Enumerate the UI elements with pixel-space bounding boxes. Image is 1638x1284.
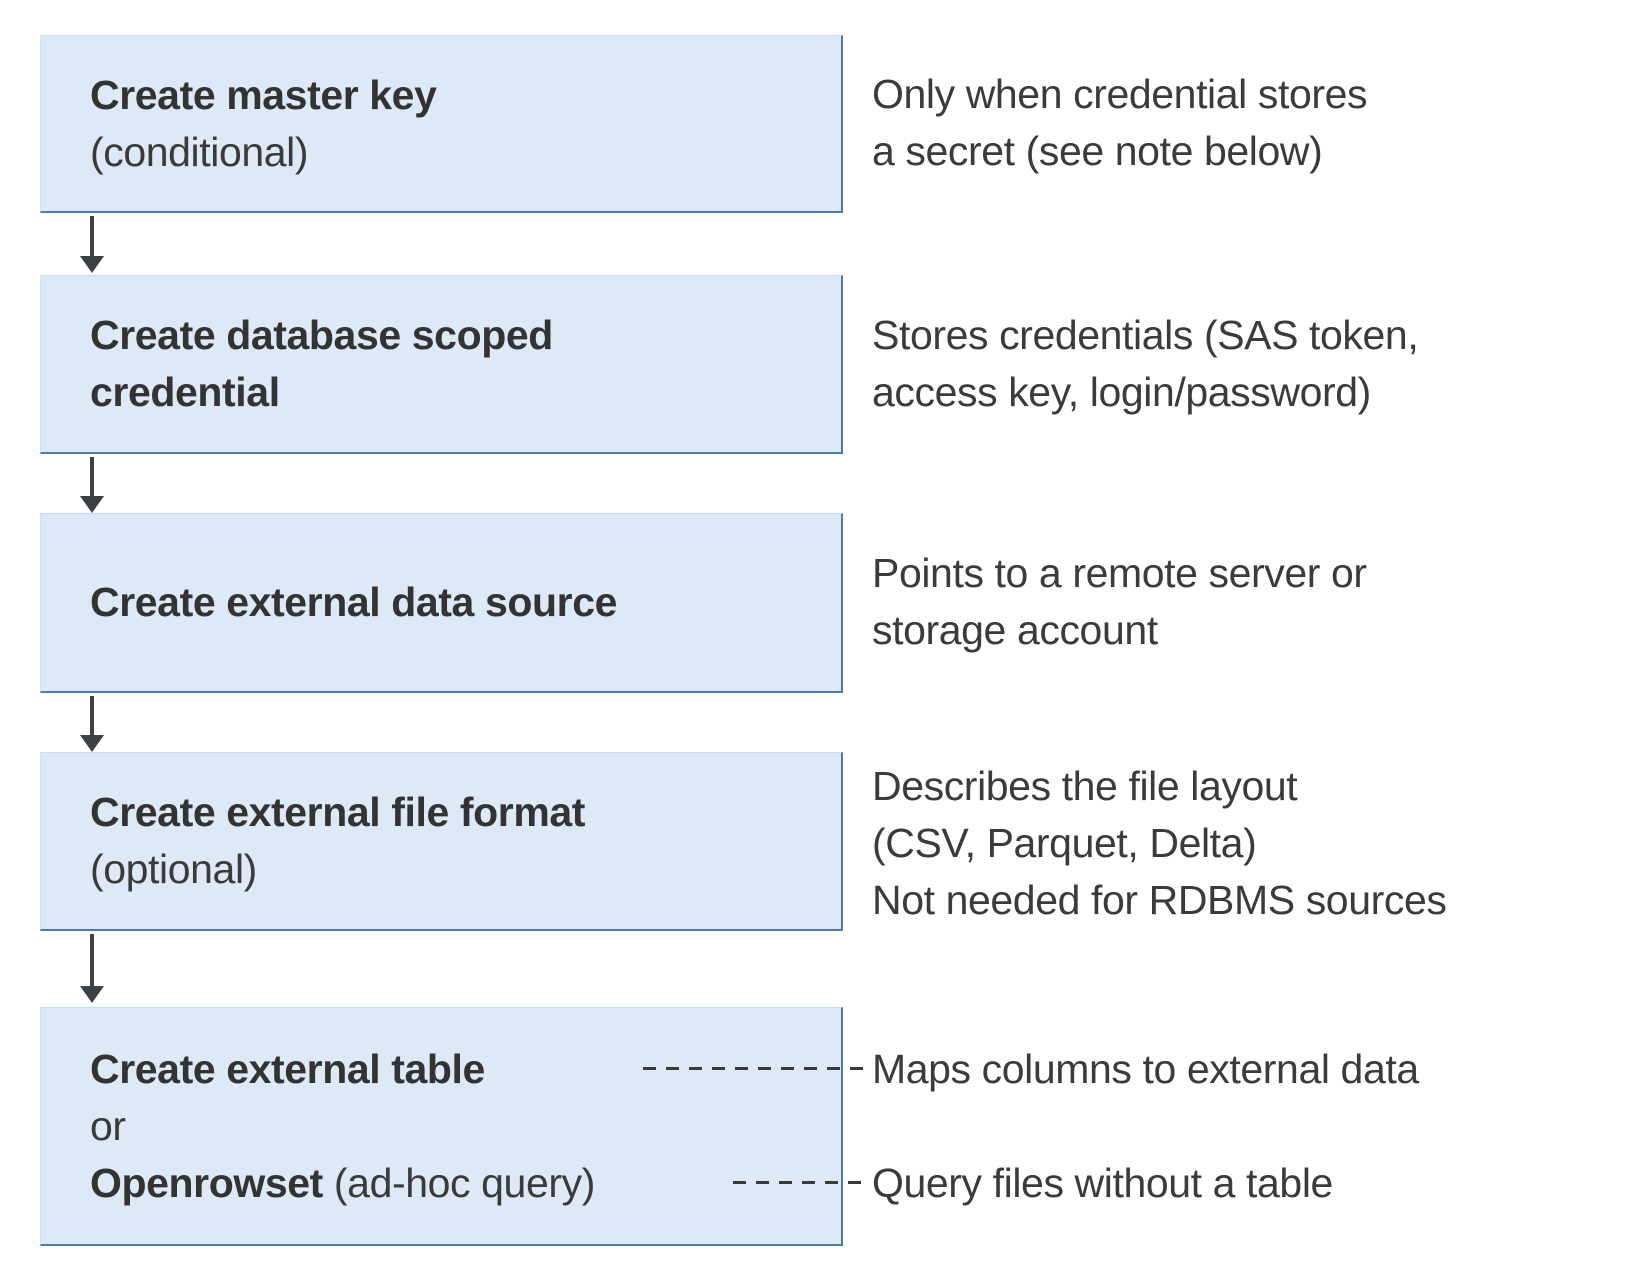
arrow-shaft: [90, 934, 94, 986]
note-line: Query files without a table: [872, 1160, 1333, 1206]
arrow-head: [80, 496, 104, 513]
note-line: Describes the file layout: [872, 763, 1298, 809]
openrowset-label: Openrowset: [90, 1159, 323, 1206]
arrow-shaft: [90, 457, 94, 496]
note-line: (CSV, Parquet, Delta): [872, 820, 1257, 866]
step-option-table: Create external table: [90, 1045, 485, 1092]
step-box-text: Create database scoped credential: [41, 307, 563, 421]
flow-down-arrow-icon: [80, 216, 104, 273]
step-box-text: Create external file format (optional): [41, 784, 595, 898]
step-box-text: Create master key (conditional): [41, 67, 447, 181]
step-title: Create database scoped: [90, 312, 553, 358]
flow-down-arrow-icon: [80, 934, 104, 1003]
note-line: Maps columns to external data: [872, 1046, 1419, 1092]
note-external-file-format: Describes the file layout (CSV, Parquet,…: [872, 758, 1447, 929]
note-line: storage account: [872, 607, 1158, 653]
arrow-shaft: [90, 216, 94, 256]
step-box-text: Create external table or Openrowset (ad-…: [41, 1041, 605, 1212]
step-qualifier: (optional): [90, 846, 257, 892]
arrow-head: [80, 735, 104, 752]
flow-down-arrow-icon: [80, 696, 104, 752]
step-box-create-external-table: Create external table or Openrowset (ad-…: [40, 1007, 843, 1246]
step-box-create-master-key: Create master key (conditional): [40, 35, 843, 213]
note-external-table: Maps columns to external data: [872, 1041, 1419, 1098]
step-title: Create external file format: [90, 789, 586, 835]
note-line: Stores credentials (SAS token,: [872, 312, 1419, 358]
note-line: Not needed for RDBMS sources: [872, 877, 1447, 923]
step-option-openrowset: Openrowset (ad-hoc query): [90, 1155, 595, 1212]
step-title: credential: [90, 369, 280, 415]
dashed-connector-openrowset: [733, 1181, 868, 1184]
flow-down-arrow-icon: [80, 457, 104, 513]
step-connector-or: or: [90, 1102, 126, 1149]
arrow-head: [80, 986, 104, 1003]
note-line: a secret (see note below): [872, 128, 1323, 174]
note-line: Points to a remote server or: [872, 550, 1367, 596]
step-box-text: Create external data source: [41, 574, 627, 631]
openrowset-qualifier: (ad-hoc query): [322, 1159, 595, 1206]
step-box-create-external-file-format: Create external file format (optional): [40, 752, 843, 931]
step-title: Create master key: [90, 71, 437, 118]
dashed-connector-table: [643, 1067, 868, 1070]
step-box-create-external-data-source: Create external data source: [40, 513, 843, 693]
arrow-shaft: [90, 696, 94, 735]
note-line: Only when credential stores: [872, 71, 1368, 117]
arrow-head: [80, 256, 104, 273]
step-title: Create external data source: [90, 579, 618, 625]
note-openrowset: Query files without a table: [872, 1155, 1333, 1212]
note-line: access key, login/password): [872, 369, 1371, 415]
note-master-key: Only when credential stores a secret (se…: [872, 66, 1368, 180]
note-scoped-credential: Stores credentials (SAS token, access ke…: [872, 307, 1419, 421]
step-qualifier: (conditional): [90, 128, 309, 175]
step-box-create-scoped-credential: Create database scoped credential: [40, 275, 843, 454]
note-external-data-source: Points to a remote server or storage acc…: [872, 545, 1367, 659]
